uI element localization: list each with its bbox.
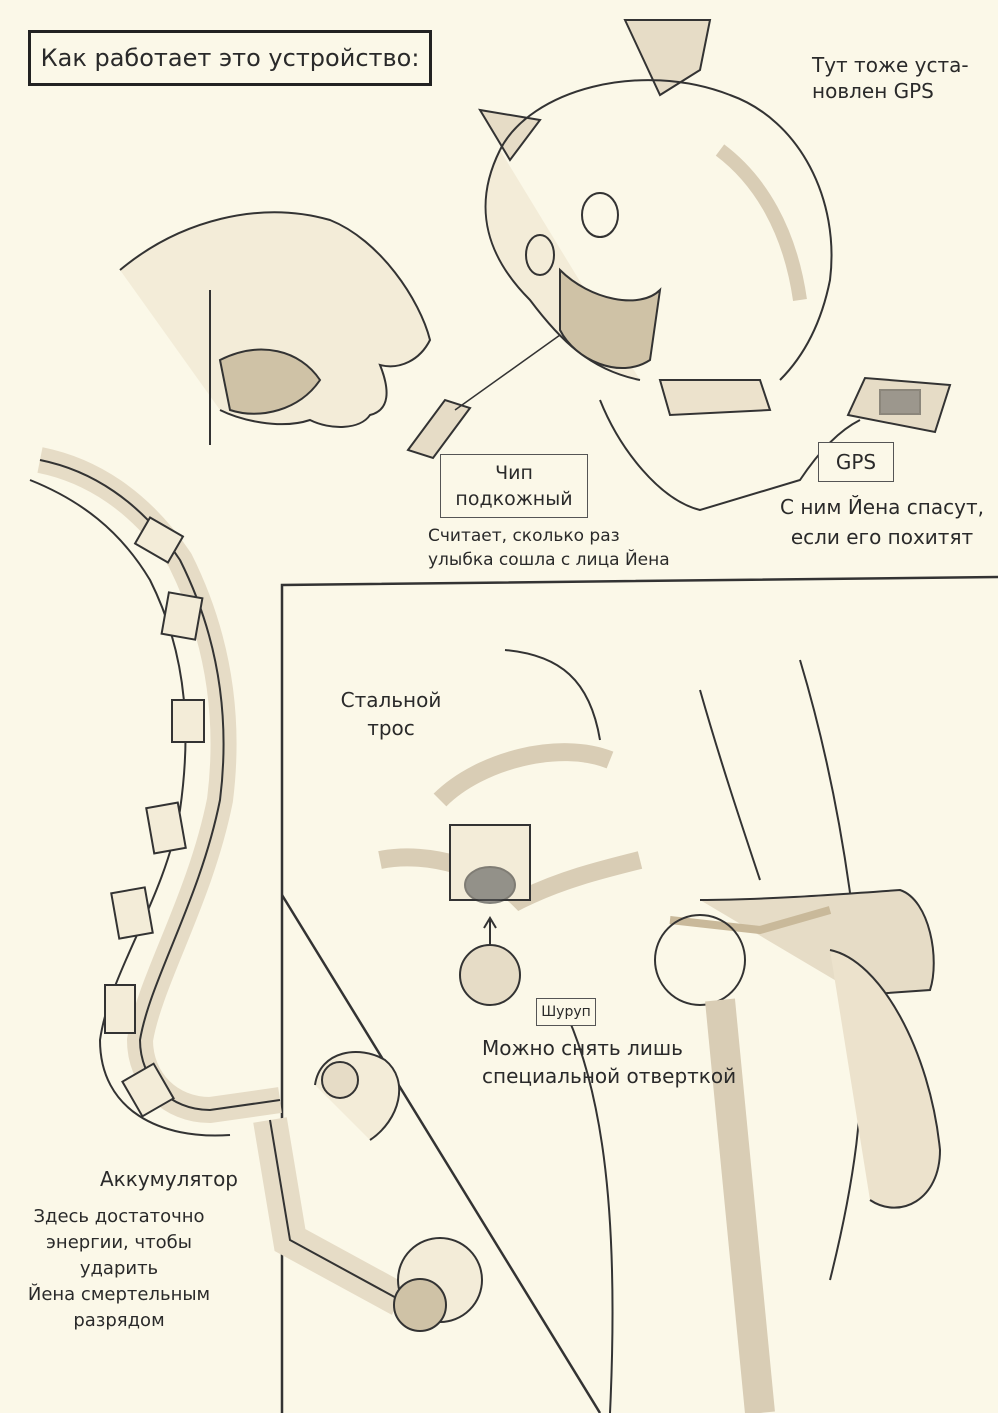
screw-label: Шуруп	[536, 998, 596, 1026]
battery-note: Здесь достаточно энергии, чтобы ударить …	[27, 1206, 211, 1331]
screw-label-text: Шуруп	[541, 1004, 591, 1020]
page-title: Как работает это устройство:	[28, 30, 432, 86]
hand-sketch	[119, 211, 432, 445]
chip-note: Считает, сколько раз улыбка сошла с лица…	[428, 526, 670, 570]
tail-device-drawing	[29, 447, 483, 1332]
steel-cable-label: Стальной трос	[340, 688, 442, 740]
gps-device-drawing	[846, 376, 952, 434]
character-sketch	[478, 19, 861, 512]
chip-label: Чип подкожный	[440, 454, 588, 518]
chip-label-text: Чип подкожный	[455, 462, 573, 510]
torso-sketch	[559, 659, 942, 1413]
gps-label: GPS	[818, 442, 894, 482]
battery-label: Аккумулятор	[100, 1167, 238, 1191]
screw-note: Можно снять лишь специальной отверткой	[482, 1036, 737, 1088]
shade-stroke	[705, 998, 775, 1413]
ear-gps-note: Тут тоже уста- новлен GPS	[812, 53, 969, 103]
collar-drawing	[378, 649, 643, 1006]
gps-note: С ним Йена спасут, если его похитят	[780, 495, 984, 549]
chip-drawing	[406, 334, 561, 460]
gps-label-text: GPS	[835, 450, 877, 474]
